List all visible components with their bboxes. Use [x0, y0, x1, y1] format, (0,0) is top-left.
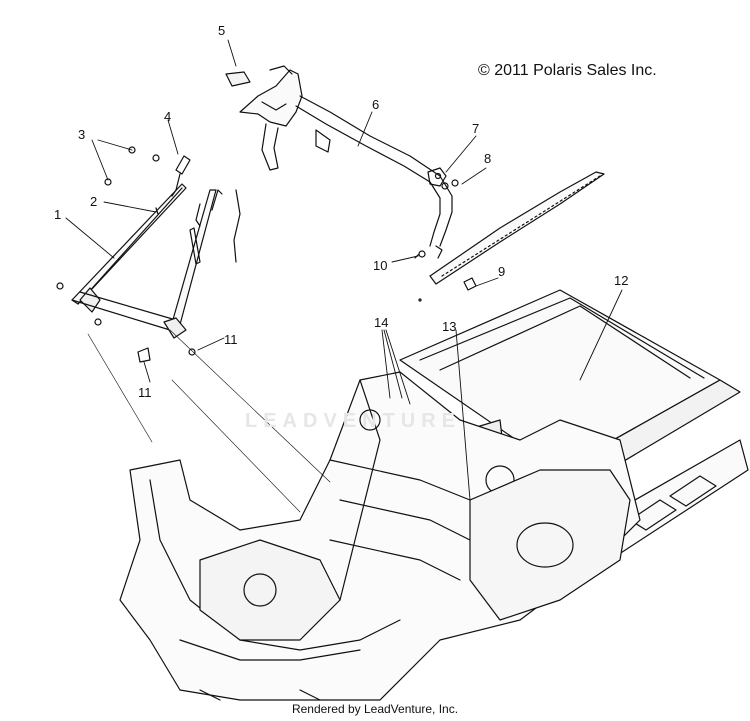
callout-5: 5 — [218, 23, 226, 38]
part-4-sensor — [171, 155, 241, 263]
part-3-bolts — [104, 146, 160, 186]
callout-6: 6 — [372, 97, 380, 112]
callout-2: 2 — [90, 194, 98, 209]
callout-10: 10 — [373, 258, 388, 273]
callout-11-upper: 11 — [224, 332, 238, 347]
part-7-bracket — [427, 167, 447, 187]
part-1-support-bars — [56, 183, 223, 339]
callout-3: 3 — [78, 127, 86, 142]
callout-4: 4 — [164, 109, 172, 124]
chassis-frame — [119, 298, 641, 701]
callout-7: 7 — [472, 121, 480, 136]
part-11-bolts — [137, 347, 196, 363]
part-2-rod — [155, 207, 201, 265]
callout-9: 9 — [498, 264, 506, 279]
callout-1: 1 — [54, 207, 62, 222]
callout-12: 12 — [614, 273, 629, 288]
part-8-nuts — [441, 179, 459, 190]
callout-11-lower: 11 — [138, 385, 152, 400]
part-5-block — [225, 71, 251, 87]
leader-lines — [65, 39, 623, 513]
watermark: LEADVENTURE — [245, 410, 462, 432]
slotted-rail — [429, 171, 605, 285]
footer-credit: Rendered by LeadVenture, Inc. — [291, 702, 459, 716]
part-10-screw — [414, 250, 426, 259]
part-6-steering-post — [239, 65, 453, 259]
callout-14: 14 — [374, 315, 389, 330]
part-9-clip — [463, 277, 477, 291]
copyright-text: © 2011 Polaris Sales Inc. — [478, 62, 657, 79]
callout-8: 8 — [484, 151, 492, 166]
callout-13: 13 — [442, 319, 457, 334]
